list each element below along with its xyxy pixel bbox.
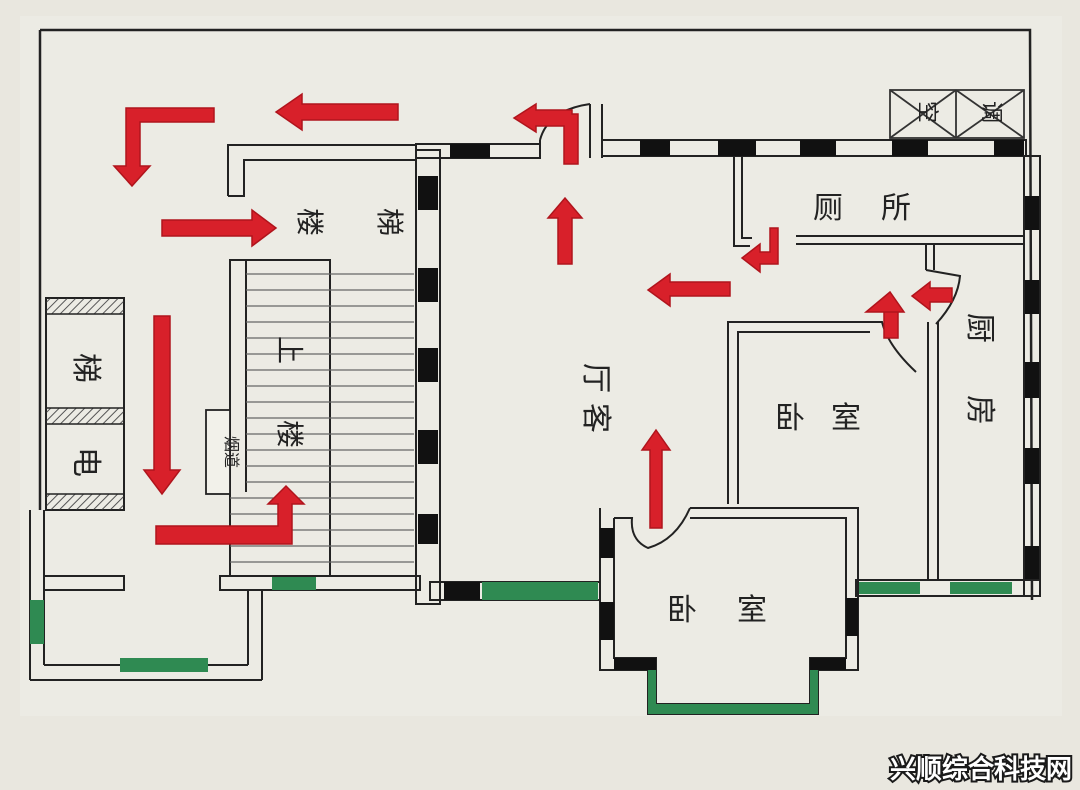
arrow-bedroom-a (863, 290, 906, 339)
bathroom-label-2: 所 (881, 191, 911, 226)
living-room-label-1: 客 (578, 403, 613, 433)
elevator-shaft (45, 297, 125, 511)
watermark-text: 兴顺综合科技网 (890, 754, 1072, 785)
bathroom-walls (733, 156, 1024, 247)
stairs-label-1: 楼 (293, 208, 326, 236)
shaft-label: 烟道 (222, 436, 241, 468)
bathroom-label-1: 厕 (813, 191, 843, 226)
arrow-elevator-down (142, 315, 182, 496)
arrow-top-left-l (112, 107, 215, 188)
arrow-stair-up (155, 484, 306, 545)
elevator-label-2: 梯 (68, 353, 103, 383)
stairs-up-label-2: 楼 (273, 420, 306, 448)
kitchen-label-2: 房 (962, 395, 997, 425)
window-bottom-left (120, 658, 208, 672)
arrow-kitchen (910, 280, 953, 312)
kitchen-label-1: 厨 (962, 313, 997, 343)
ac-box-label-2: 调 (978, 101, 1003, 123)
right-top-wall (601, 139, 1027, 157)
bedroom-b-wall-fills (600, 528, 858, 714)
right-bottom-wall (855, 579, 1041, 597)
ac-box-label-1: 空 (914, 101, 939, 123)
living-room-label-2: 厅 (578, 363, 613, 393)
bedroom-a-label-1: 卧 (775, 401, 805, 436)
stairs-label-2: 梯 (373, 208, 406, 236)
bedroom-b-label-2: 室 (737, 593, 767, 628)
bedroom-a-label-2: 室 (831, 401, 861, 436)
stairs-up-label-1: 上 (273, 336, 306, 364)
window-left (30, 600, 44, 644)
stair-railing-box (205, 409, 231, 495)
arrow-living-up-top (512, 102, 579, 165)
arrow-bedroom-b-up (640, 428, 672, 529)
bedroom-b-label-1: 卧 (667, 593, 697, 628)
living-room-left-wall (415, 149, 441, 605)
arrow-living-left (646, 272, 731, 308)
arrow-top-left (274, 92, 399, 132)
arrow-living-up (546, 196, 584, 265)
right-exterior-wall (1023, 155, 1041, 597)
outer-boundary-top (40, 28, 1034, 601)
evacuation-arrows (112, 92, 953, 545)
elevator-label-1: 电 (68, 447, 103, 477)
kitchen-walls (925, 244, 962, 580)
living-room-bottom-wall (429, 581, 601, 601)
ac-boxes (889, 89, 1025, 139)
staircase (205, 259, 414, 577)
arrow-bathroom (740, 227, 779, 274)
arrow-to-stairs (161, 208, 278, 248)
bedroom-a-walls (727, 321, 917, 504)
window-stair-bottom (272, 576, 316, 590)
